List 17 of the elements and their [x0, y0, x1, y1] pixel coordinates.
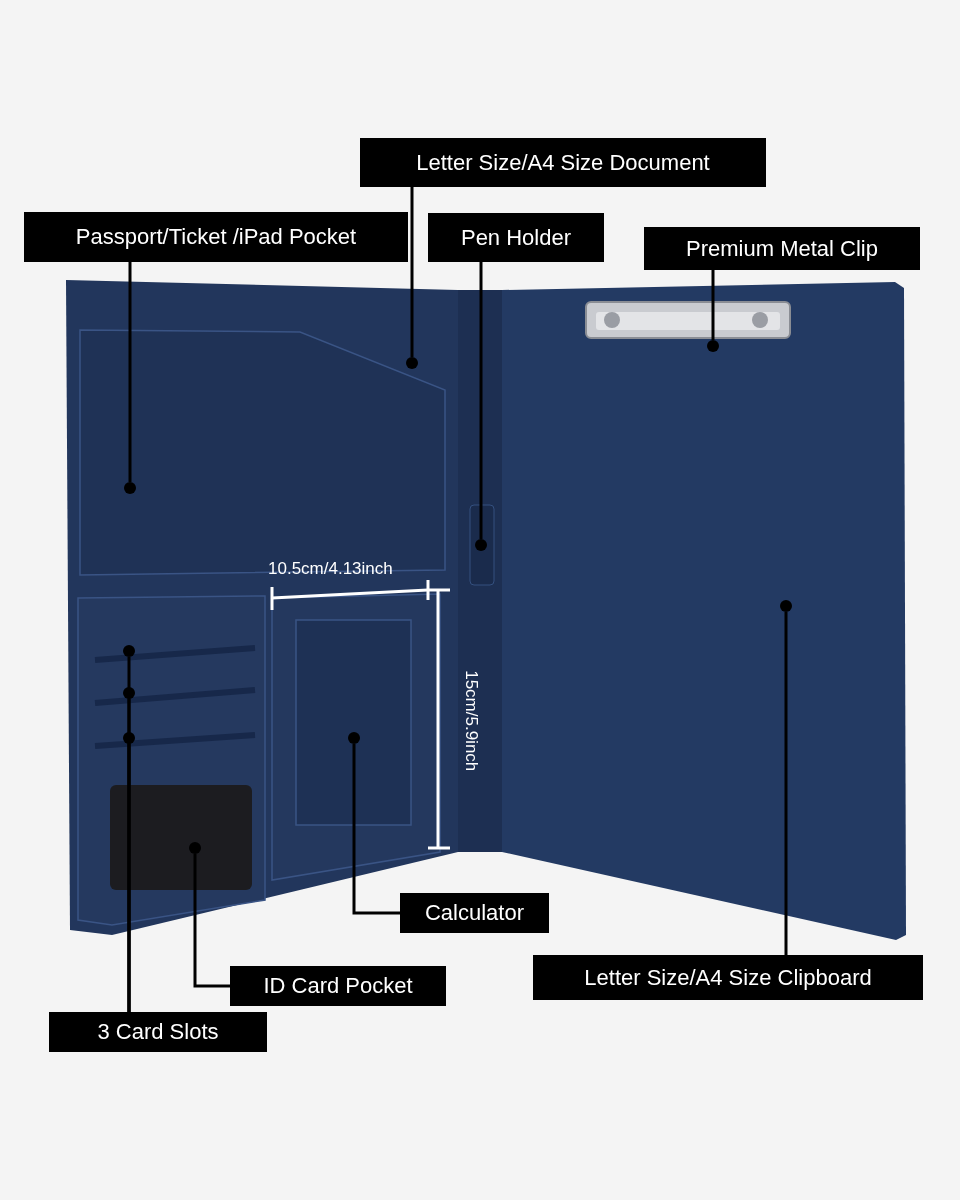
callout-label: Calculator — [400, 893, 549, 933]
callout-label: Pen Holder — [428, 213, 604, 262]
callout-label: Letter Size/A4 Size Clipboard — [533, 955, 923, 1000]
leader-line — [193, 854, 230, 988]
callout-label: Passport/Ticket /iPad Pocket — [24, 212, 408, 262]
leader-line — [128, 262, 132, 482]
dimension-label: 10.5cm/4.13inch — [268, 558, 393, 580]
leader-line — [410, 187, 414, 357]
callout-label: 3 Card Slots — [49, 1012, 267, 1052]
leader-line — [784, 612, 788, 955]
leader-line — [711, 270, 715, 340]
leader-line — [352, 744, 400, 915]
callout-label: Premium Metal Clip — [644, 227, 920, 270]
callout-label: ID Card Pocket — [230, 966, 446, 1006]
dimension-label: 15cm/5.9inch — [460, 669, 482, 774]
callout-label: Letter Size/A4 Size Document — [360, 138, 766, 187]
leader-line — [479, 262, 483, 539]
